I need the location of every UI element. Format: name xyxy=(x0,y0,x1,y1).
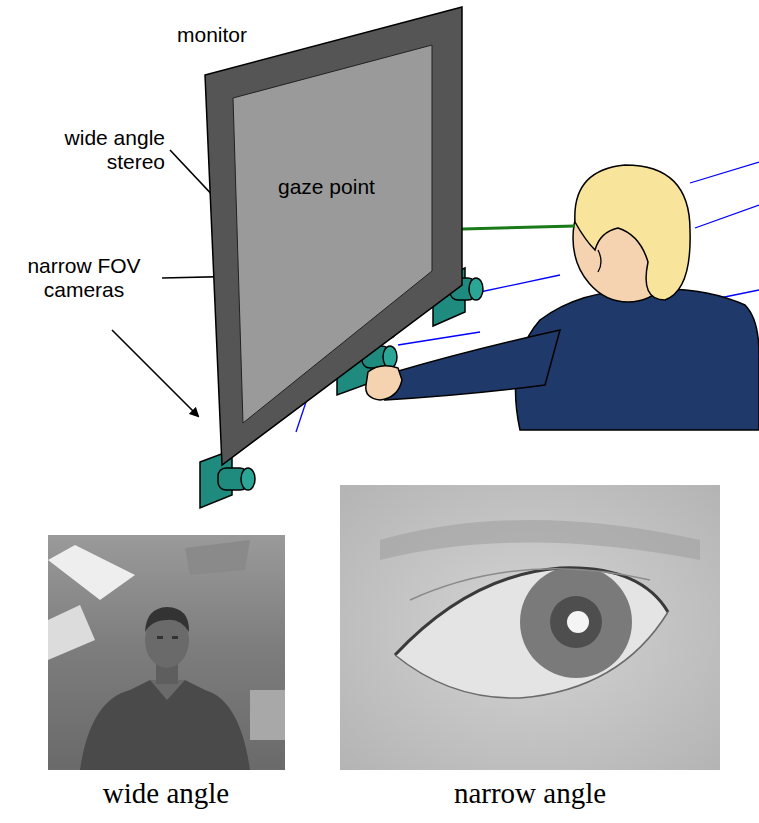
narrow-angle-photo xyxy=(340,485,720,770)
camera-label: wide angle stereo xyxy=(48,126,165,174)
camera-label: narrow FOV cameras xyxy=(8,254,160,302)
person-arm xyxy=(385,330,560,400)
photo-caption: wide angle xyxy=(103,778,229,810)
monitor-screen: monitor gaze point xyxy=(170,3,470,473)
person-hair xyxy=(575,165,690,300)
wide-angle-photo xyxy=(48,535,285,770)
person-hand xyxy=(366,366,402,400)
gaze-point-label: gaze point xyxy=(278,175,375,199)
person-ear xyxy=(598,250,601,272)
photo-caption: narrow angle xyxy=(454,778,606,810)
monitor-outline xyxy=(170,3,470,473)
monitor-label: monitor xyxy=(177,23,247,47)
